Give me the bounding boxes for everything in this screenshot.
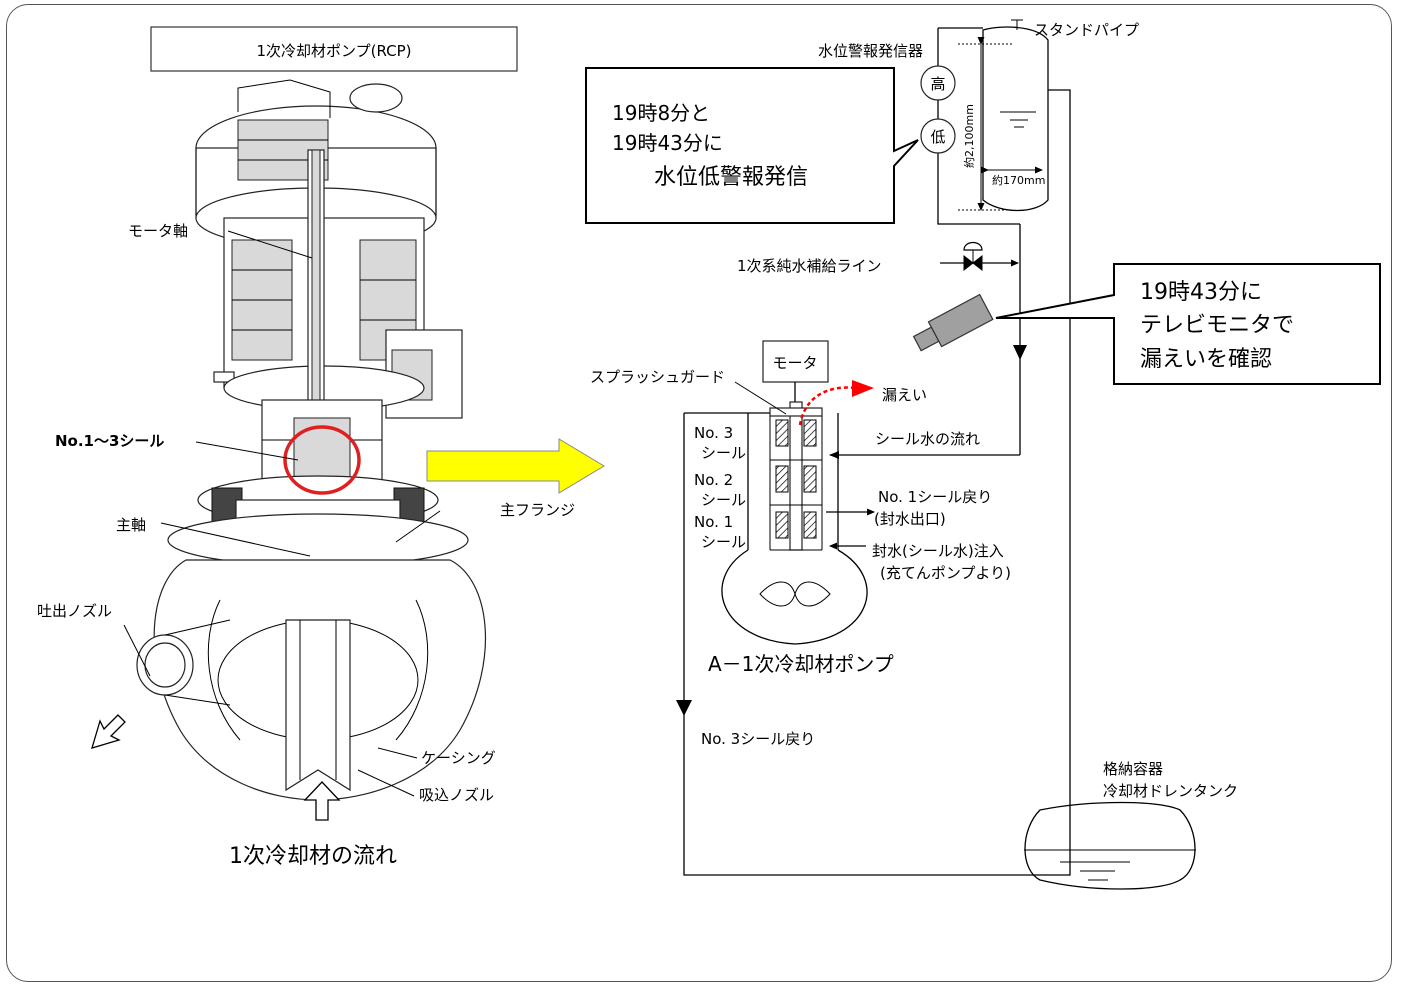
label-height: 約2,100mm bbox=[962, 104, 976, 168]
svg-text:モータ: モータ bbox=[772, 354, 817, 372]
svg-text:漏えいを確認: 漏えいを確認 bbox=[1140, 347, 1272, 372]
label-seal1-return: No. 1シール戻り bbox=[878, 488, 992, 506]
discharge-flow-arrow bbox=[91, 714, 126, 749]
label-seal-flow: シール水の流れ bbox=[875, 430, 980, 448]
splash-guard bbox=[769, 407, 823, 417]
label-seal3-return: No. 3シール戻り bbox=[701, 730, 815, 748]
leak-path bbox=[798, 386, 857, 426]
svg-text:水位低警報発信: 水位低警報発信 bbox=[654, 165, 808, 190]
zoom-arrow bbox=[426, 438, 605, 494]
svg-text:19時43分に: 19時43分に bbox=[1140, 280, 1262, 305]
stand-pipe-vessel bbox=[982, 26, 1049, 212]
label-pump-name: A－1次冷却材ポンプ bbox=[708, 652, 894, 676]
callout-alarm bbox=[585, 67, 919, 224]
label-seals: No.1～3シール bbox=[55, 432, 164, 450]
callout-tv bbox=[995, 263, 1381, 385]
rcp-illustration: 1次冷却材ポンプ(RCP) bbox=[37, 26, 575, 869]
svg-text:19時8分と: 19時8分と bbox=[612, 101, 710, 125]
outer-frame bbox=[6, 4, 1392, 982]
svg-text:高: 高 bbox=[930, 75, 945, 93]
label-main-shaft: 主軸 bbox=[116, 516, 146, 534]
svg-text:シール: シール bbox=[701, 444, 746, 462]
rcp-title-box bbox=[150, 26, 518, 72]
label-stand-pipe: スタンドパイプ bbox=[1034, 21, 1139, 39]
label-alarm-device: 水位警報発信器 bbox=[818, 42, 923, 60]
label-discharge-nozzle: 吐出ノズル bbox=[37, 602, 112, 620]
svg-text:No. 3: No. 3 bbox=[694, 424, 733, 442]
seal-highlight-circle bbox=[283, 425, 361, 495]
label-suction-nozzle: 吸込ノズル bbox=[419, 786, 494, 804]
rcp-title: 1次冷却材ポンプ(RCP) bbox=[257, 42, 412, 60]
svg-text:(封水出口): (封水出口) bbox=[874, 510, 946, 528]
label-width: 約170mm bbox=[992, 173, 1045, 187]
svg-text:テレビモニタで: テレビモニタで bbox=[1140, 313, 1294, 338]
svg-text:シール: シール bbox=[701, 533, 746, 551]
svg-text:シール: シール bbox=[701, 491, 746, 509]
motor-box bbox=[762, 340, 829, 383]
drain-tank bbox=[1024, 801, 1196, 890]
label-drain-tank-2: 冷却材ドレンタンク bbox=[1103, 782, 1238, 800]
label-main-flange: 主フランジ bbox=[500, 501, 575, 519]
label-makeup-line: 1次系純水補給ライン bbox=[737, 257, 882, 275]
alarm-high bbox=[920, 65, 956, 101]
label-coolant-flow: 1次冷却材の流れ bbox=[229, 844, 397, 869]
label-splash-guard: スプラッシュガード bbox=[590, 368, 725, 386]
label-drain-tank-1: 格納容器 bbox=[1103, 760, 1163, 778]
label-leak: 漏えい bbox=[882, 386, 927, 404]
svg-text:No. 1: No. 1 bbox=[694, 513, 733, 531]
label-casing: ケーシング bbox=[421, 749, 496, 767]
label-injection: 封水(シール水)注入 bbox=[872, 542, 1004, 560]
svg-text:No. 2: No. 2 bbox=[694, 471, 733, 489]
label-motor-shaft: モータ軸 bbox=[128, 222, 188, 240]
schematic: 高 低 19時8分と 19時43分に 水位低警報発信 19時43分に テレビモニ… bbox=[585, 19, 1381, 890]
alarm-low bbox=[920, 118, 956, 154]
tv-camera bbox=[912, 293, 994, 352]
svg-text:19時43分に: 19時43分に bbox=[612, 131, 723, 155]
svg-text:低: 低 bbox=[930, 128, 945, 146]
suction-flow-arrow bbox=[303, 781, 341, 821]
svg-text:(充てんポンプより): (充てんポンプより) bbox=[880, 564, 1011, 582]
